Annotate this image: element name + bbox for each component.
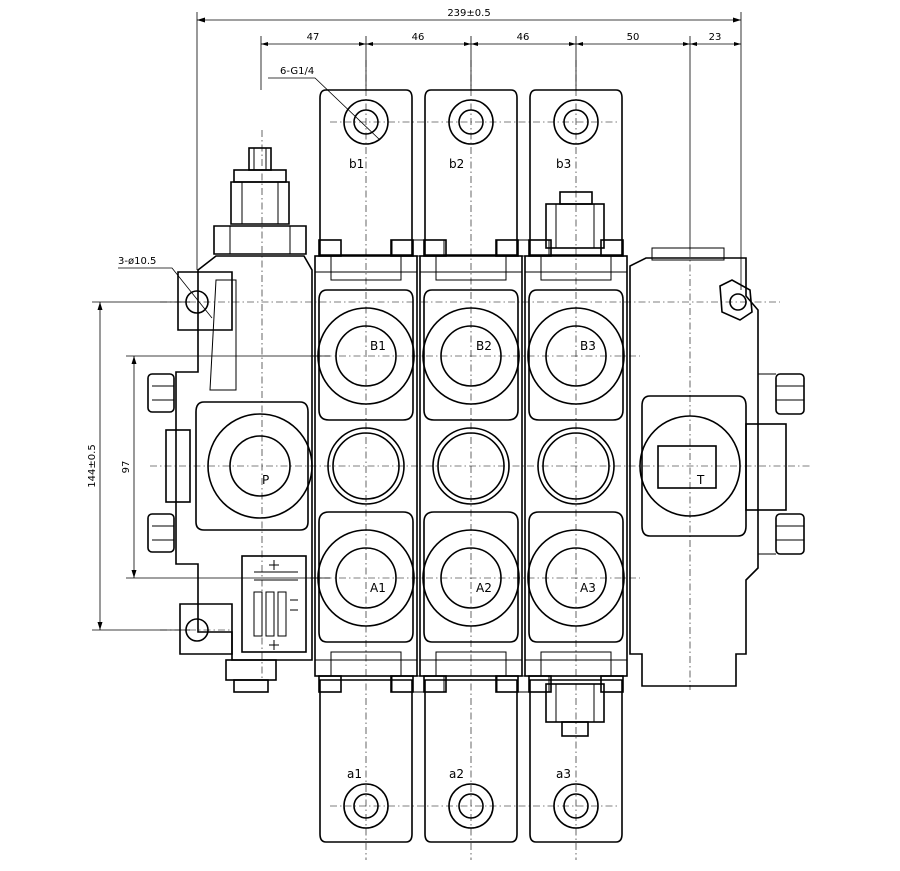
work-section-2: [419, 89, 523, 843]
dim-spacing-3: 46: [517, 32, 530, 43]
section-joint-1: [391, 239, 445, 693]
port-label-b1: b1: [349, 157, 364, 171]
hole-callout: 3-ø10.5: [118, 256, 156, 267]
port-label-B1: B1: [370, 339, 386, 353]
port-label-b2: b2: [449, 157, 464, 171]
port-labels: b1 b2 b3 a1 a2 a3 B1 B2 B3 A1 A2 A3 P T: [262, 157, 705, 781]
port-label-A1: A1: [370, 581, 386, 595]
port-label-a3: a3: [556, 767, 571, 781]
port-callout: 6-G1/4: [280, 66, 314, 77]
center-lines: [150, 60, 810, 860]
dim-spacing-5: 23: [709, 32, 722, 43]
port-label-B2: B2: [476, 339, 492, 353]
port-label-B3: B3: [580, 339, 596, 353]
port-label-a1: a1: [347, 767, 362, 781]
dim-spacing-4: 50: [627, 32, 640, 43]
port-label-T: T: [696, 473, 705, 487]
work-section-1: [314, 89, 418, 843]
dim-mount-height: 144±0.5: [87, 444, 98, 487]
port-label-P: P: [262, 473, 269, 487]
dimension-lines: [92, 12, 742, 631]
inlet-section: [147, 147, 313, 693]
port-label-b3: b3: [556, 157, 571, 171]
outlet-section: [629, 247, 805, 687]
dim-spacing-1: 47: [307, 32, 320, 43]
section3-caps: [545, 191, 605, 737]
dim-port-spacing: 97: [121, 461, 132, 474]
dim-overall-width: 239±0.5: [447, 8, 490, 19]
port-label-A3: A3: [580, 581, 596, 595]
port-label-A2: A2: [476, 581, 492, 595]
dim-spacing-2: 46: [412, 32, 425, 43]
port-label-a2: a2: [449, 767, 464, 781]
